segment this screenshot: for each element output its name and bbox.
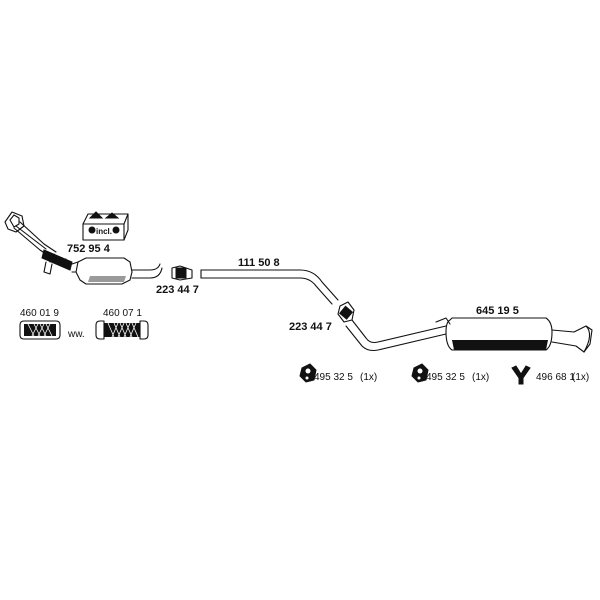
rear-silencer-assembly[interactable] xyxy=(345,317,593,353)
bracket-quantity: (1x) xyxy=(572,372,589,383)
flex-pipe-icon[interactable] xyxy=(95,320,149,340)
included-kit-label: incl. xyxy=(96,227,112,236)
alternative-marker: ww. xyxy=(67,329,85,340)
rear-silencer-part-number: 645 19 5 xyxy=(476,305,519,317)
flex-pipe-icon[interactable] xyxy=(19,320,61,340)
hanger-2-part-number: 495 32 5 xyxy=(426,372,465,383)
hanger-1-part-number: 495 32 5 xyxy=(314,372,353,383)
rubber-hanger-icon[interactable] xyxy=(411,363,429,383)
catalytic-converter-body xyxy=(75,257,133,285)
bracket-part-number: 496 68 1 xyxy=(536,372,575,383)
catalytic-converter-part-number: 752 95 4 xyxy=(67,243,111,255)
clamp-icon[interactable] xyxy=(337,301,355,323)
mounting-kit-box-icon xyxy=(82,211,129,241)
clamp-middle-part-number: 223 44 7 xyxy=(289,321,332,333)
middle-pipe-part-number: 111 50 8 xyxy=(238,257,280,269)
rubber-hanger-icon[interactable] xyxy=(299,363,317,383)
middle-pipe[interactable] xyxy=(200,269,339,305)
hanger-1-quantity: (1x) xyxy=(360,372,377,383)
catalytic-converter-assembly[interactable] xyxy=(4,211,163,285)
clamp-left-part-number: 223 44 7 xyxy=(156,284,199,296)
clamp-icon[interactable] xyxy=(171,265,193,281)
flex-pipe-1-part-number: 460 01 9 xyxy=(20,308,59,319)
y-bracket-icon[interactable] xyxy=(511,365,531,385)
hanger-2-quantity: (1x) xyxy=(472,372,489,383)
rear-silencer-body xyxy=(445,317,553,351)
flex-section xyxy=(41,249,73,271)
flex-pipe-2-part-number: 460 07 1 xyxy=(103,308,142,319)
